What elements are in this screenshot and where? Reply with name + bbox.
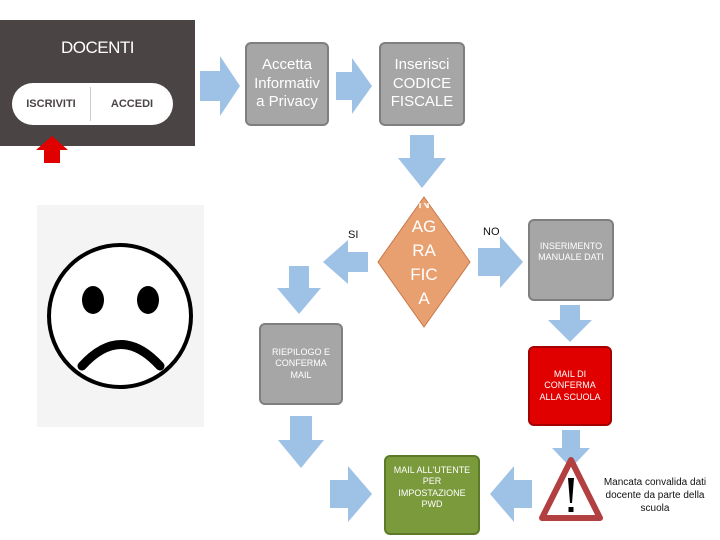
privacy-box: Accetta Informativ a Privacy — [245, 42, 329, 126]
login-panel: DOCENTI ISCRIVITI ACCEDI — [0, 20, 195, 146]
manual-entry-box: INSERIMENTO MANUALE DATI — [528, 219, 614, 301]
warning-triangle-icon — [539, 457, 603, 521]
arrow-to-summary — [277, 266, 321, 314]
arrow-warning-to-user-mail — [490, 466, 532, 522]
arrow-to-user-mail — [330, 466, 372, 522]
arrow-summary-down — [278, 416, 324, 468]
warning-text: Mancata convalida dati docente da parte … — [603, 477, 707, 514]
anagrafica-decision-diamond — [377, 196, 471, 328]
arrow-to-decision — [398, 135, 446, 188]
school-mail-box: MAIL DI CONFERMA ALLA SCUOLA — [528, 346, 612, 426]
sad-face-icon — [37, 205, 204, 427]
arrow-to-school-mail — [548, 305, 592, 342]
no-label: NO — [483, 226, 500, 238]
decision-label: N AG RA FIC A — [403, 203, 445, 321]
red-pointer-arrow — [36, 136, 68, 163]
summary-box: RIEPILOGO E CONFERMA MAIL — [259, 323, 343, 405]
codice-fiscale-box: Inserisci CODICE FISCALE — [379, 42, 465, 126]
arrow-to-codice-fiscale — [336, 58, 372, 114]
arrow-to-privacy — [200, 56, 240, 116]
arrow-no-branch — [478, 236, 523, 288]
arrow-yes-branch — [323, 240, 368, 284]
decision-label-line-1: AG — [411, 217, 437, 236]
auth-button-group: ISCRIVITI ACCEDI — [12, 83, 173, 125]
decision-label-line-2: RA — [412, 241, 436, 260]
register-button[interactable]: ISCRIVITI — [26, 98, 76, 110]
arrow-school-mail-down — [552, 430, 590, 468]
yes-label: SI — [348, 229, 359, 241]
button-divider — [90, 87, 91, 121]
panel-title: DOCENTI — [61, 38, 135, 57]
decision-label-partial-top: N — [403, 203, 445, 215]
decision-label-partial-bottom: A — [418, 289, 430, 308]
user-mail-box: MAIL ALL'UTENTE PER IMPOSTAZIONE PWD — [384, 455, 480, 535]
decision-label-line-3: FIC — [410, 265, 438, 284]
login-button[interactable]: ACCEDI — [110, 98, 154, 110]
